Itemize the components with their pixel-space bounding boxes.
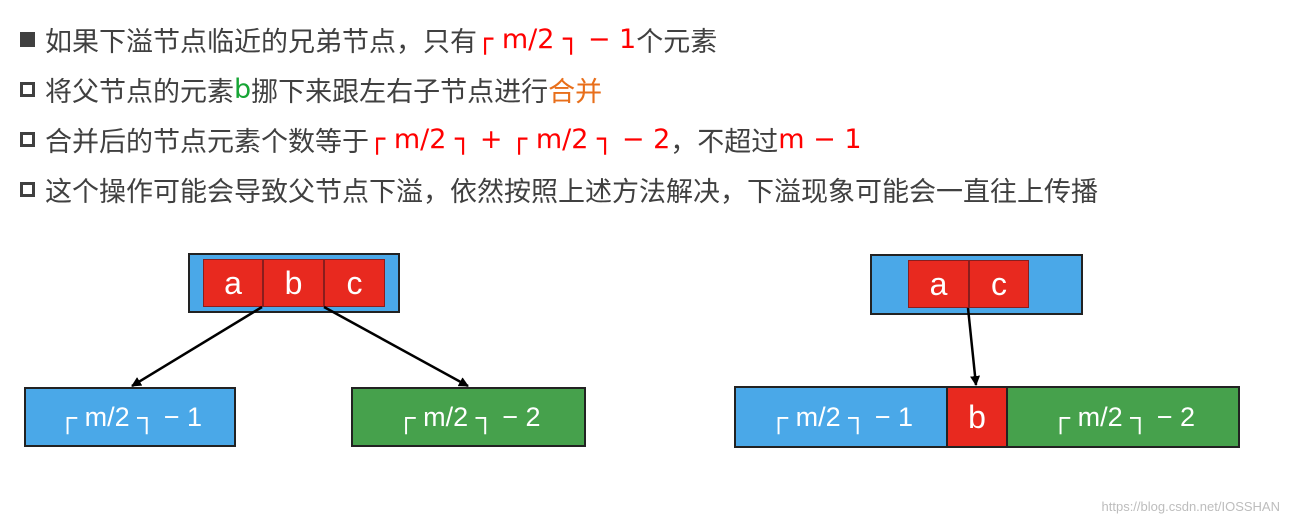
watermark-url: https://blog.csdn.net/IOSSHAN <box>1101 499 1280 514</box>
text: 挪下来跟左右子节点进行 <box>251 76 549 108</box>
formula: m − 1 <box>778 123 862 155</box>
arrow-to-left-child <box>131 305 263 388</box>
formula: ┌ m/2 ┐ + ┌ m/2 ┐ − 2 <box>369 123 671 155</box>
hollow-square-bullet-icon <box>20 81 35 97</box>
formula: ┌ m/2 ┐ − 1 <box>477 23 637 55</box>
key-b: b <box>263 259 324 307</box>
merge-keyword: 合并 <box>548 76 603 108</box>
right-child-node: ┌ m/2 ┐ − 2 <box>351 387 586 447</box>
key-c: c <box>969 260 1029 308</box>
bullet-line-4: 这个操作可能会导致父节点下溢，依然按照上述方法解决，下溢现象可能会一直往上传播 <box>20 164 1098 214</box>
merged-right-part: ┌ m/2 ┐ − 2 <box>1006 386 1240 448</box>
text: 如果下溢节点临近的兄弟节点，只有 <box>45 26 477 58</box>
bullet-list: 如果下溢节点临近的兄弟节点，只有 ┌ m/2 ┐ − 1 个元素 将父节点的元素… <box>20 14 1098 214</box>
arrow-to-right-child <box>323 305 469 388</box>
text: 这个操作可能会导致父节点下溢，依然按照上述方法解决，下溢现象可能会一直往上传播 <box>45 176 1098 208</box>
merged-left-part: ┌ m/2 ┐ − 1 <box>734 386 948 448</box>
text: 将父节点的元素 <box>45 76 234 108</box>
key-c: c <box>324 259 385 307</box>
hollow-square-bullet-icon <box>20 181 35 197</box>
filled-square-bullet-icon <box>20 31 35 47</box>
left-child-node: ┌ m/2 ┐ − 1 <box>24 387 236 447</box>
bullet-line-2: 将父节点的元素 b 挪下来跟左右子节点进行 合并 <box>20 64 1098 114</box>
text: 合并后的节点元素个数等于 <box>45 126 369 158</box>
arrow-down-to-merged <box>966 307 981 386</box>
text: ，不超过 <box>670 126 779 158</box>
element-b: b <box>234 73 252 105</box>
key-a: a <box>203 259 263 307</box>
bullet-line-1: 如果下溢节点临近的兄弟节点，只有 ┌ m/2 ┐ − 1 个元素 <box>20 14 1098 64</box>
hollow-square-bullet-icon <box>20 131 35 147</box>
key-a: a <box>908 260 969 308</box>
bullet-line-3: 合并后的节点元素个数等于 ┌ m/2 ┐ + ┌ m/2 ┐ − 2 ，不超过 … <box>20 114 1098 164</box>
text: 个元素 <box>636 26 718 58</box>
